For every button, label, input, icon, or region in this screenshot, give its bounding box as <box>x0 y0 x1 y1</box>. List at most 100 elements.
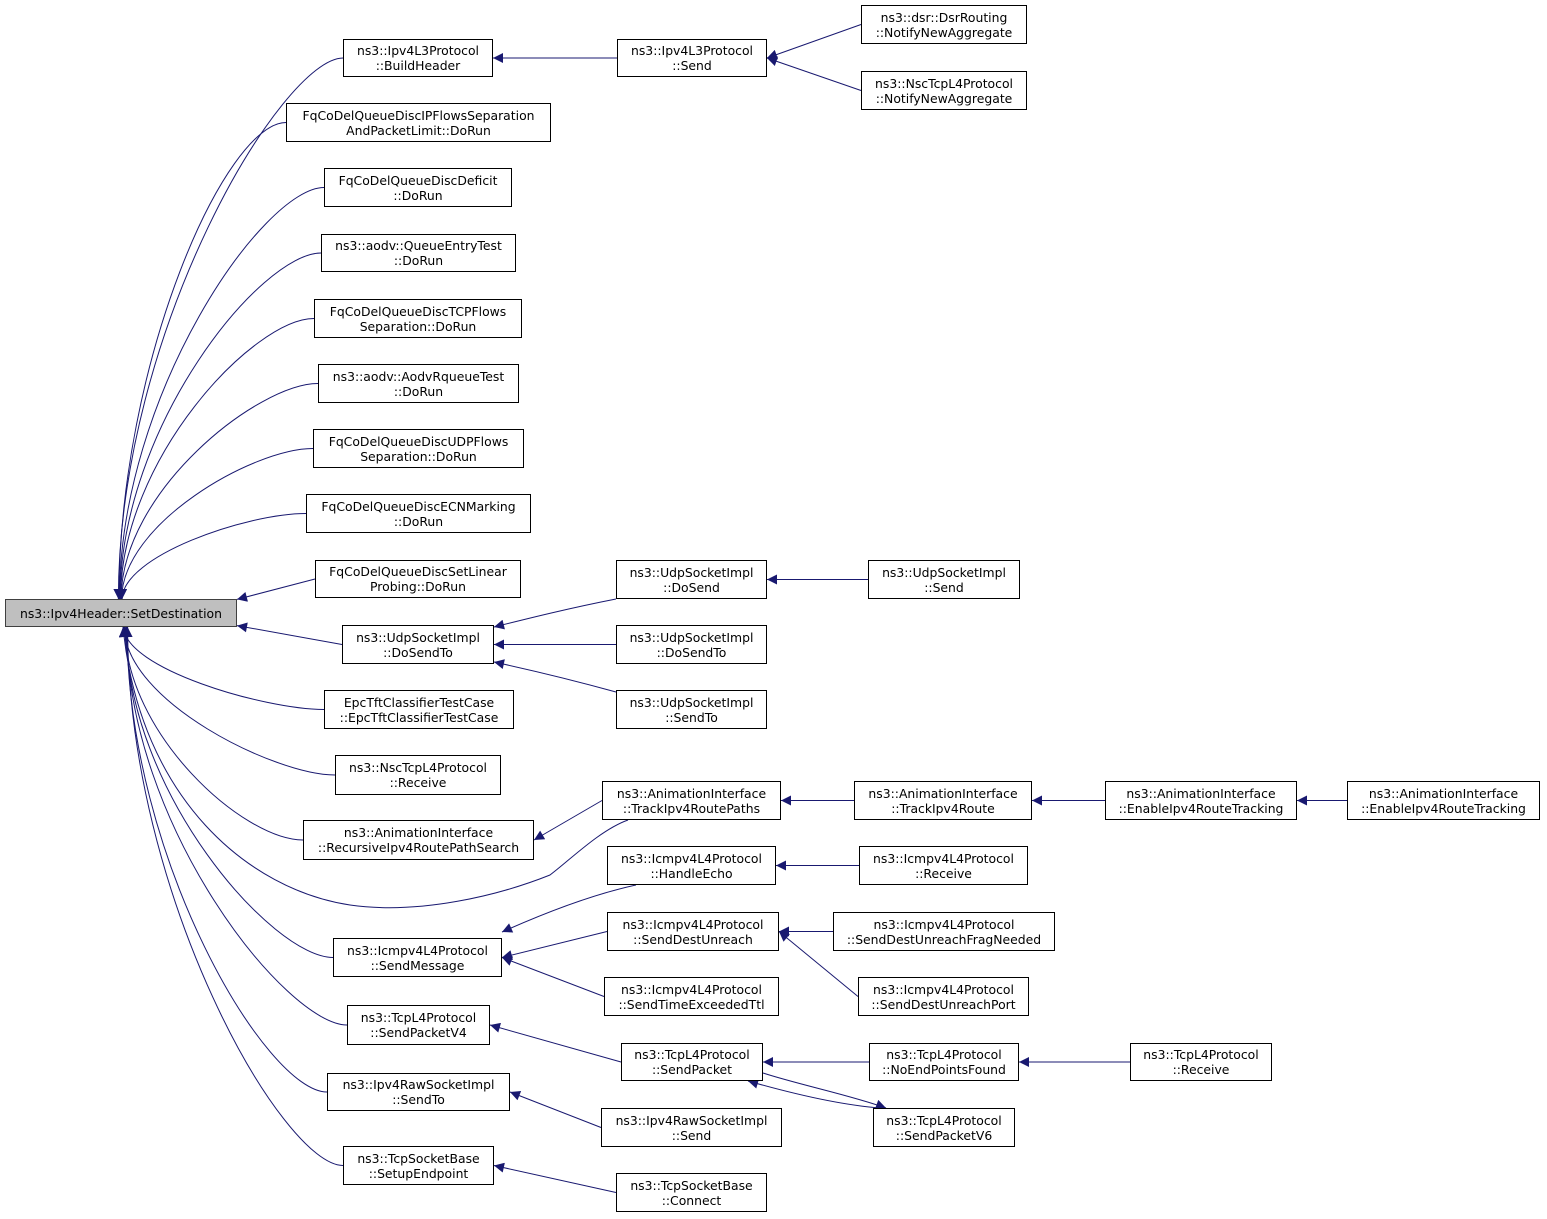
function-node-label: ns3::Icmpv4L4Protocol <box>622 916 764 932</box>
call-edge <box>115 252 322 600</box>
function-node-label: ::NotifyNewAggregate <box>875 24 1013 40</box>
function-node-label: ns3::Icmpv4L4Protocol <box>621 981 762 997</box>
function-node-label: ::DoRun <box>393 253 444 268</box>
function-node[interactable]: ns3::Icmpv4L4Protocol::SendDestUnreach <box>607 912 779 951</box>
function-node[interactable]: ns3::TcpL4Protocol::SendPacketV6 <box>873 1108 1015 1147</box>
function-node-label: ::SetupEndpoint <box>368 1165 469 1181</box>
call-edge <box>762 1072 887 1110</box>
function-node-label: FqCoDelQueueDiscIPFlowsSeparation <box>302 107 535 123</box>
function-node-label: ns3::Ipv4RawSocketImpl <box>615 1112 768 1128</box>
function-node-label: ::DoSend <box>663 579 720 595</box>
function-node[interactable]: ns3::UdpSocketImpl::DoSend <box>616 560 767 599</box>
function-node[interactable]: ns3::AnimationInterface::TrackIpv4Route <box>854 781 1032 820</box>
function-node[interactable]: ns3::Icmpv4L4Protocol::SendMessage <box>333 938 502 977</box>
function-node-label: ns3::TcpL4Protocol <box>886 1047 1002 1062</box>
function-node-label: ns3::TcpL4Protocol <box>634 1047 750 1062</box>
function-node[interactable]: ns3::Ipv4RawSocketImpl::SendTo <box>327 1073 510 1111</box>
call-edge <box>778 931 859 997</box>
call-edge <box>236 622 343 645</box>
call-edge <box>116 383 319 600</box>
function-node[interactable]: ns3::dsr::DsrRouting::NotifyNewAggregate <box>861 5 1027 44</box>
function-node[interactable]: ns3::UdpSocketImpl::DoSendTo <box>616 625 767 664</box>
function-node[interactable]: FqCoDelQueueDiscECNMarking::DoRun <box>306 494 531 533</box>
function-node-label: ns3::UdpSocketImpl <box>882 564 1006 580</box>
function-node-label: ns3::AnimationInterface <box>868 785 1018 801</box>
function-node-label: FqCoDelQueueDiscSetLinear <box>329 564 507 579</box>
function-node[interactable]: ns3::TcpL4Protocol::NoEndPointsFound <box>869 1043 1019 1081</box>
function-node-label: ns3::UdpSocketImpl <box>629 694 754 710</box>
call-edge <box>236 578 316 602</box>
function-node[interactable]: ns3::Icmpv4L4Protocol::HandleEcho <box>607 846 776 885</box>
call-edge <box>493 598 617 630</box>
function-node-label: ::EnableIpv4RouteTracking <box>1118 800 1284 816</box>
call-edge <box>533 800 603 841</box>
function-node[interactable]: ns3::AnimationInterface::RecursiveIpv4Ro… <box>303 820 534 860</box>
function-node[interactable]: ns3::TcpL4Protocol::Receive <box>1130 1043 1272 1081</box>
function-node[interactable]: ns3::Icmpv4L4Protocol::SendDestUnreachPo… <box>858 977 1029 1016</box>
function-node-label: ns3::AnimationInterface <box>343 825 494 840</box>
function-node-label: ns3::AnimationInterface <box>1368 785 1519 801</box>
call-edge <box>501 956 605 997</box>
function-node-label: ns3::AnimationInterface <box>1126 785 1276 801</box>
function-node[interactable]: ns3::AnimationInterface::EnableIpv4Route… <box>1105 781 1297 820</box>
function-node-label: ::DoRun <box>393 383 444 399</box>
function-node-label: ::SendTimeExceededTtl <box>618 996 765 1012</box>
call-edge <box>116 448 314 600</box>
call-edge <box>119 626 304 841</box>
function-node-label: ns3::Ipv4Header::SetDestination <box>20 605 222 621</box>
function-node-label: ::Send <box>924 579 964 595</box>
function-node[interactable]: ns3::Icmpv4L4Protocol::Receive <box>859 846 1028 885</box>
call-edge <box>121 626 348 1026</box>
function-node[interactable]: ns3::UdpSocketImpl::DoSendTo <box>342 625 494 664</box>
function-node[interactable]: ns3::TcpSocketBase::SetupEndpoint <box>343 1146 494 1185</box>
function-node[interactable]: ns3::UdpSocketImpl::Send <box>868 560 1020 599</box>
function-node[interactable]: ns3::TcpL4Protocol::SendPacket <box>621 1043 763 1081</box>
function-node[interactable]: ns3::AnimationInterface::TrackIpv4RouteP… <box>602 781 781 820</box>
function-node-label: FqCoDelQueueDiscTCPFlows <box>329 303 507 319</box>
function-node[interactable]: ns3::AnimationInterface::EnableIpv4Route… <box>1347 781 1540 820</box>
function-node[interactable]: ns3::Icmpv4L4Protocol::SendTimeExceededT… <box>604 977 779 1016</box>
function-node[interactable]: ns3::TcpSocketBase::Connect <box>616 1173 767 1212</box>
function-node-label: ::Receive <box>1172 1062 1230 1077</box>
call-edge <box>766 24 862 60</box>
function-node-label: ns3::TcpSocketBase <box>357 1150 480 1166</box>
function-node-label: ns3::UdpSocketImpl <box>629 629 754 645</box>
function-node[interactable]: ns3::aodv::QueueEntryTest::DoRun <box>321 234 516 272</box>
function-node[interactable]: ns3::Icmpv4L4Protocol::SendDestUnreachFr… <box>833 912 1055 951</box>
function-node-label: ::EpcTftClassifierTestCase <box>339 709 499 725</box>
root-function-node[interactable]: ns3::Ipv4Header::SetDestination <box>5 599 237 627</box>
function-node[interactable]: ns3::aodv::AodvRqueueTest::DoRun <box>318 364 519 403</box>
function-node[interactable]: FqCoDelQueueDiscDeficit::DoRun <box>324 168 512 207</box>
function-node-label: ns3::UdpSocketImpl <box>629 564 754 580</box>
function-node-label: ::NotifyNewAggregate <box>875 90 1013 106</box>
function-node-label: ns3::TcpL4Protocol <box>886 1112 1002 1128</box>
function-node-label: ::DoRun <box>393 187 443 203</box>
function-node-label: ns3::Icmpv4L4Protocol <box>347 942 488 958</box>
function-node[interactable]: ns3::Ipv4L3Protocol::Send <box>617 39 767 77</box>
function-node-label: ::SendTo <box>665 709 718 725</box>
function-node[interactable]: ns3::TcpL4Protocol::SendPacketV4 <box>347 1005 490 1045</box>
function-node[interactable]: ns3::Ipv4RawSocketImpl::Send <box>601 1108 782 1147</box>
function-node-label: ::SendDestUnreachFragNeeded <box>846 931 1042 947</box>
function-node[interactable]: ns3::NscTcpL4Protocol::NotifyNewAggregat… <box>861 71 1027 110</box>
call-edge <box>489 1022 622 1063</box>
call-edge <box>120 626 334 958</box>
function-node[interactable]: EpcTftClassifierTestCase::EpcTftClassifi… <box>324 690 514 729</box>
call-edge <box>501 931 608 960</box>
function-node-label: ns3::TcpL4Protocol <box>360 1010 477 1025</box>
function-node-label: ::EnableIpv4RouteTracking <box>1361 800 1526 816</box>
function-node[interactable]: ns3::NscTcpL4Protocol::Receive <box>335 755 501 795</box>
function-node[interactable]: ns3::Ipv4L3Protocol::BuildHeader <box>343 39 493 77</box>
function-node-label: ns3::Icmpv4L4Protocol <box>873 850 1014 866</box>
function-node-label: ::DoSendTo <box>383 644 453 660</box>
call-edge <box>119 626 629 909</box>
call-edge <box>114 187 325 600</box>
function-node-label: ns3::NscTcpL4Protocol <box>875 75 1013 91</box>
call-edge <box>747 1078 881 1109</box>
function-node[interactable]: ns3::UdpSocketImpl::SendTo <box>616 690 767 729</box>
